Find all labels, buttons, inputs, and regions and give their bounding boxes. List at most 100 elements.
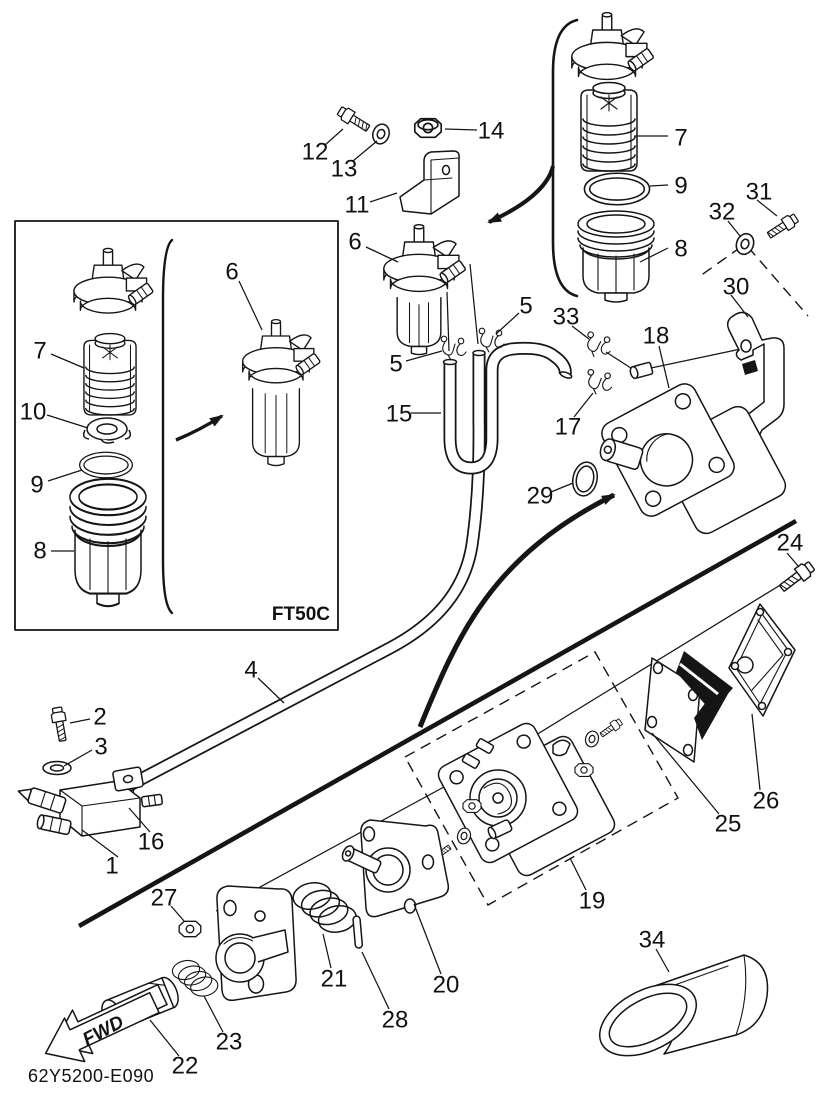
callout-21: 21: [321, 966, 348, 993]
callout-32: 32: [709, 199, 736, 226]
diagram-code: 62Y5200-E090: [28, 1066, 154, 1086]
fuel-hose-15: [442, 341, 573, 475]
fuel-filter-assembly: [242, 318, 322, 467]
callout-leader-6: [365, 246, 399, 263]
callout-leader-19: [569, 857, 587, 891]
callout-14: 14: [478, 118, 505, 145]
callout-26: 26: [753, 788, 780, 815]
callout-leader-23: [203, 995, 224, 1033]
callout-11: 11: [345, 192, 370, 219]
nut-27: [178, 920, 202, 938]
callout-leader-29: [550, 482, 574, 493]
callout-3: 3: [94, 734, 107, 761]
callout-leader-25: [651, 732, 720, 815]
callout-layer: 1234556677889910111213141516171819202122…: [20, 118, 804, 1080]
callout-leader-26: [751, 713, 761, 791]
pin-28: [352, 915, 364, 949]
callout-leader-32: [727, 220, 741, 237]
filter-cup: [68, 477, 148, 608]
callout-4: 4: [244, 657, 257, 684]
callout-leader-14: [444, 128, 478, 131]
callout-31: 31: [746, 179, 773, 206]
filter-retainer-nut: [82, 417, 132, 444]
callout-leader-8: [639, 247, 669, 263]
callout-28: 28: [382, 1007, 409, 1034]
callout-33: 33: [553, 304, 580, 331]
callout-leader-10: [46, 414, 89, 429]
callout-leader-7: [50, 353, 85, 369]
callout-leader-16: [128, 807, 151, 833]
filter-bracket-11: [399, 150, 460, 215]
group-brace: [551, 18, 579, 298]
callout-9: 9: [674, 173, 687, 200]
callout-leader-17: [573, 392, 594, 418]
callout-5: 5: [389, 351, 402, 378]
callout-15: 15: [386, 401, 413, 428]
callout-leader-11: [369, 192, 398, 203]
callout-leader-6: [238, 280, 263, 331]
nut-14: [413, 117, 443, 139]
filter-cup-8: [577, 210, 655, 303]
callout-leader-21: [322, 933, 332, 969]
callout-25: 25: [715, 811, 742, 838]
insert-wedge: [676, 651, 733, 740]
callout-leader-28: [361, 951, 390, 1010]
callout-leader-30: [730, 294, 749, 318]
callout-13: 13: [331, 156, 358, 183]
alignment-lines: [215, 263, 796, 912]
callout-leader-5: [405, 350, 443, 362]
locator-dashed-lines: [699, 246, 809, 317]
callout-leader-5: [495, 312, 520, 335]
callout-leader-1: [81, 829, 119, 858]
callout-10: 10: [20, 399, 47, 426]
callout-12: 12: [302, 139, 329, 166]
fuel-pump-18: [599, 361, 787, 535]
inset-box-ft50c: FT50C: [14, 220, 339, 631]
plunger-plate-20: [341, 819, 450, 918]
pump-assembly-19: [427, 717, 624, 877]
callout-30: 30: [723, 274, 750, 301]
callout-leader-2: [69, 718, 91, 724]
inset-variant-label: FT50C: [272, 604, 330, 625]
callout-24: 24: [777, 530, 804, 557]
callout-8: 8: [33, 538, 46, 565]
filter-element: [83, 332, 137, 416]
callout-leader-31: [756, 199, 778, 217]
callout-17: 17: [555, 414, 582, 441]
callout-leader-18: [658, 345, 670, 389]
gasket-25: [644, 657, 701, 763]
fuel-filter-assembly-6: [383, 223, 467, 356]
callout-20: 20: [433, 972, 460, 999]
fuel-joint-1: [17, 766, 163, 837]
callout-leader-24: [786, 552, 800, 568]
arrow-to-assembly-6: [487, 165, 555, 224]
callout-leader-33: [571, 325, 590, 340]
callout-19: 19: [579, 888, 606, 915]
o-ring-29: [571, 461, 599, 497]
callout-leader-27: [170, 905, 185, 922]
callout-6: 6: [225, 259, 238, 286]
silencer-duct-34: [598, 954, 769, 1057]
cover-26: [728, 603, 796, 717]
callout-leader-22: [149, 1019, 180, 1057]
callout-16: 16: [138, 829, 165, 856]
filter-element-7: [580, 81, 638, 172]
callout-29: 29: [527, 483, 554, 510]
callout-leader-3: [63, 749, 93, 767]
callout-2: 2: [93, 704, 106, 731]
callout-23: 23: [216, 1029, 243, 1056]
callout-1: 1: [105, 853, 118, 880]
callout-9: 9: [30, 472, 43, 499]
callout-leader-9: [47, 469, 83, 482]
callout-8: 8: [674, 236, 687, 263]
inset-divider: [161, 238, 174, 615]
callout-7: 7: [674, 125, 687, 152]
inset-assembly-arrow: [175, 414, 224, 442]
callout-5: 5: [519, 293, 532, 320]
callout-34: 34: [639, 927, 666, 954]
callout-7: 7: [33, 338, 46, 365]
callout-leader-4: [257, 677, 285, 704]
callout-27: 27: [151, 885, 178, 912]
callout-leader-9: [649, 184, 669, 187]
assembly-direction-arrow: [417, 492, 616, 728]
